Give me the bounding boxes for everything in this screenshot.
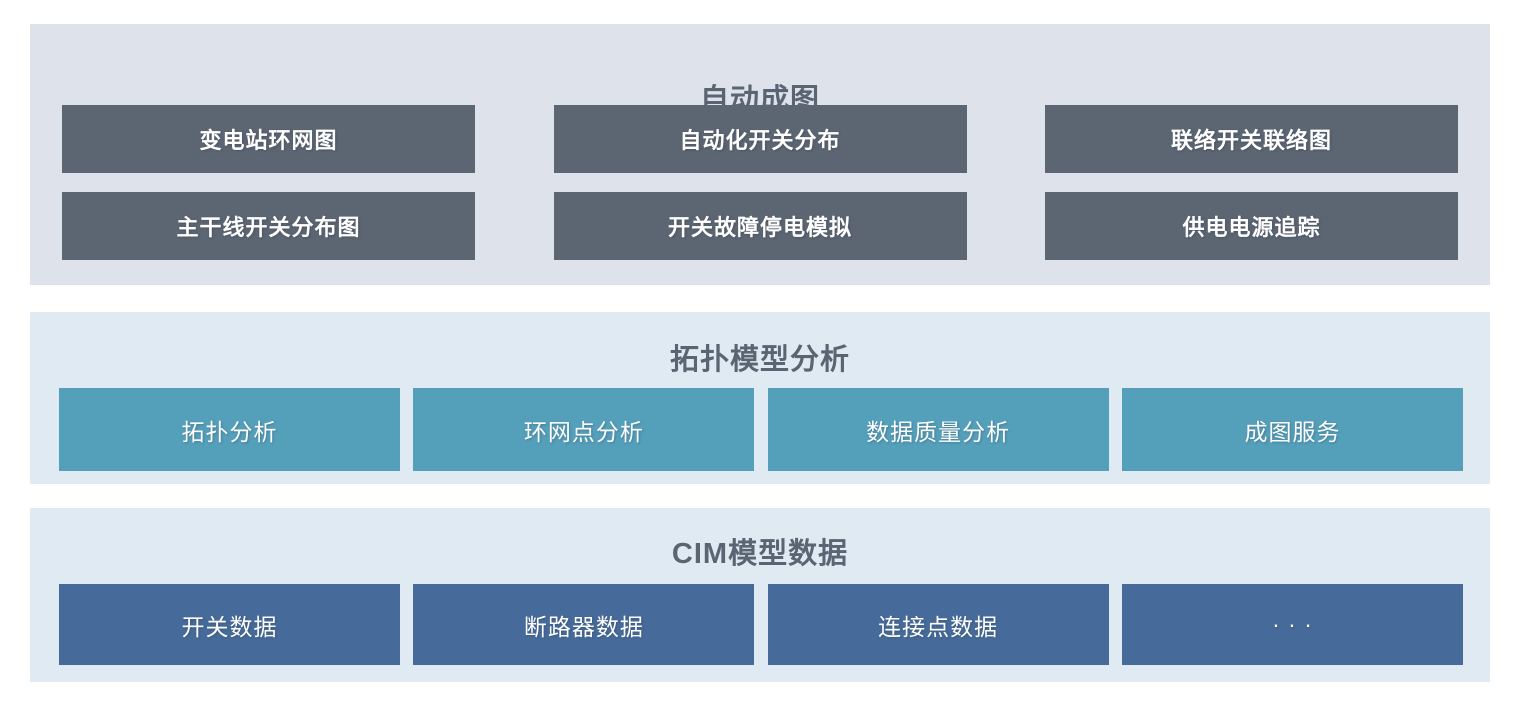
layer-cim-model-data: CIM模型数据 开关数据 断路器数据 连接点数据 · · ·: [30, 508, 1490, 682]
box-connection-point-data: 连接点数据: [767, 584, 1109, 665]
box-circuit-breaker-data: 断路器数据: [413, 584, 755, 665]
layer-auto-diagram-generation: 自动成图 变电站环网图 自动化开关分布 联络开关联络图 主干线开关分布图 开关故…: [30, 24, 1490, 285]
box-tie-switch-connection-diagram: 联络开关联络图: [1045, 105, 1458, 173]
box-diagram-generation-service: 成图服务: [1121, 388, 1463, 471]
topology-grid: 拓扑分析 环网点分析 数据质量分析 成图服务: [59, 388, 1463, 471]
box-substation-ring-network-diagram: 变电站环网图: [62, 105, 475, 173]
section-title-topology-model-analysis: 拓扑模型分析: [669, 344, 850, 376]
section-title-cim-model-data: CIM模型数据: [671, 538, 849, 570]
box-data-quality-analysis: 数据质量分析: [767, 388, 1109, 471]
box-ring-network-point-analysis: 环网点分析: [413, 388, 755, 471]
layer-topology-model-analysis: 拓扑模型分析 拓扑分析 环网点分析 数据质量分析 成图服务: [30, 312, 1490, 484]
box-topology-analysis: 拓扑分析: [59, 388, 400, 471]
box-more-data-ellipsis: · · ·: [1121, 584, 1463, 665]
box-trunk-line-switch-distribution-diagram: 主干线开关分布图: [62, 192, 475, 260]
auto-diagram-grid: 变电站环网图 自动化开关分布 联络开关联络图 主干线开关分布图 开关故障停电模拟…: [62, 105, 1458, 260]
box-switch-data: 开关数据: [59, 584, 400, 665]
box-automated-switch-distribution: 自动化开关分布: [553, 105, 967, 173]
box-switch-fault-outage-simulation: 开关故障停电模拟: [553, 192, 967, 260]
cim-data-grid: 开关数据 断路器数据 连接点数据 · · ·: [59, 584, 1463, 665]
box-power-supply-tracing: 供电电源追踪: [1045, 192, 1458, 260]
